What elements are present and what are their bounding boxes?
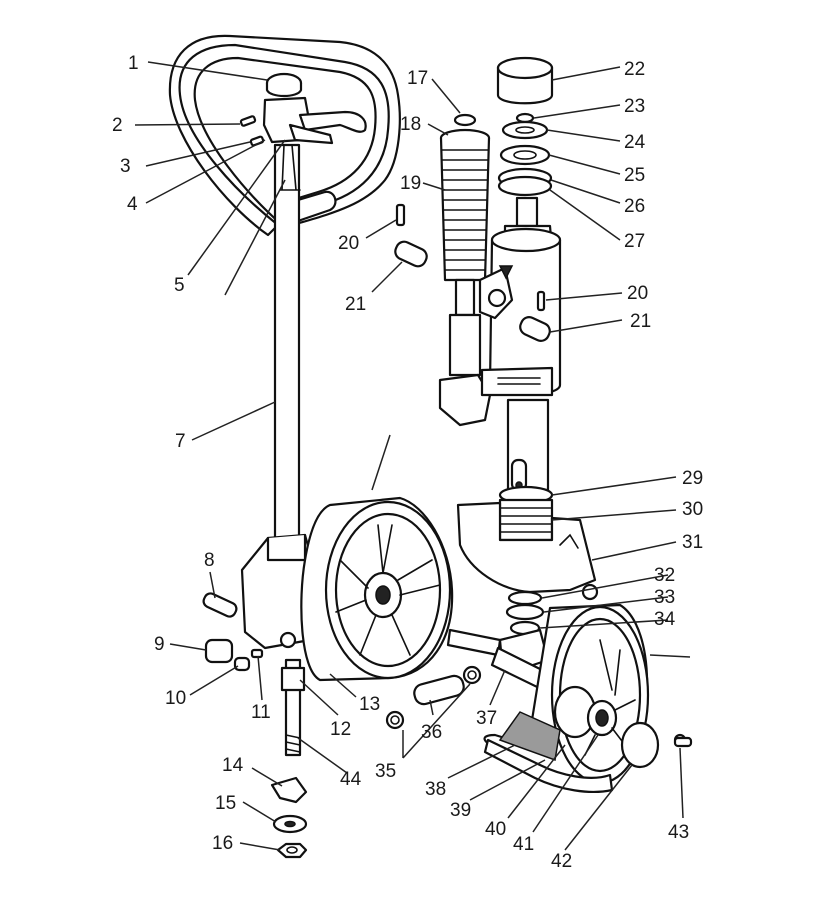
callout-30: 30 <box>682 499 703 520</box>
callout-4: 4 <box>127 194 138 215</box>
callout-12: 12 <box>330 719 351 740</box>
callout-31: 31 <box>682 532 703 553</box>
pump-assembly <box>385 56 614 730</box>
callout-21-upper-left: 21 <box>345 294 366 315</box>
callout-18: 18 <box>400 114 421 135</box>
callout-2: 2 <box>112 115 123 136</box>
callout-21-right: 21 <box>630 311 651 332</box>
callout-3: 3 <box>120 156 131 177</box>
callout-43: 43 <box>668 822 689 843</box>
callout-33: 33 <box>654 587 675 608</box>
callout-20-right: 20 <box>627 283 648 304</box>
callout-32: 32 <box>654 565 675 586</box>
callout-5: 5 <box>174 275 185 296</box>
callout-labels: 1 2 3 4 5 7 8 9 10 11 12 13 14 15 16 17 … <box>112 53 703 872</box>
callout-44: 44 <box>340 769 362 790</box>
callout-27: 27 <box>624 231 645 252</box>
callout-41: 41 <box>513 834 534 855</box>
callout-7: 7 <box>175 431 186 452</box>
callout-17: 17 <box>407 68 428 89</box>
callout-24: 24 <box>624 132 646 153</box>
callout-9: 9 <box>154 634 165 655</box>
callout-29: 29 <box>682 468 703 489</box>
callout-38: 38 <box>425 779 446 800</box>
callout-23: 23 <box>624 96 645 117</box>
callout-37: 37 <box>476 708 497 729</box>
callout-42: 42 <box>551 851 572 872</box>
callout-39: 39 <box>450 800 471 821</box>
callout-14: 14 <box>222 755 244 776</box>
handle-assembly <box>168 34 401 859</box>
leader-lines <box>134 61 691 851</box>
callout-8: 8 <box>204 550 215 571</box>
right-wheel <box>483 603 693 793</box>
callout-34: 34 <box>654 609 676 630</box>
callout-15: 15 <box>215 793 236 814</box>
left-wheel <box>300 496 454 682</box>
callout-11: 11 <box>251 702 271 723</box>
callout-35: 35 <box>375 761 396 782</box>
callout-20-upper-left: 20 <box>338 233 359 254</box>
callout-40: 40 <box>485 819 506 840</box>
callout-16: 16 <box>212 833 233 854</box>
callout-25: 25 <box>624 165 645 186</box>
callout-1: 1 <box>128 53 139 74</box>
callout-13: 13 <box>359 694 380 715</box>
callout-10: 10 <box>165 688 186 709</box>
callout-22: 22 <box>624 59 645 80</box>
callout-36: 36 <box>421 722 442 743</box>
callout-19: 19 <box>400 173 421 194</box>
callout-26: 26 <box>624 196 645 217</box>
